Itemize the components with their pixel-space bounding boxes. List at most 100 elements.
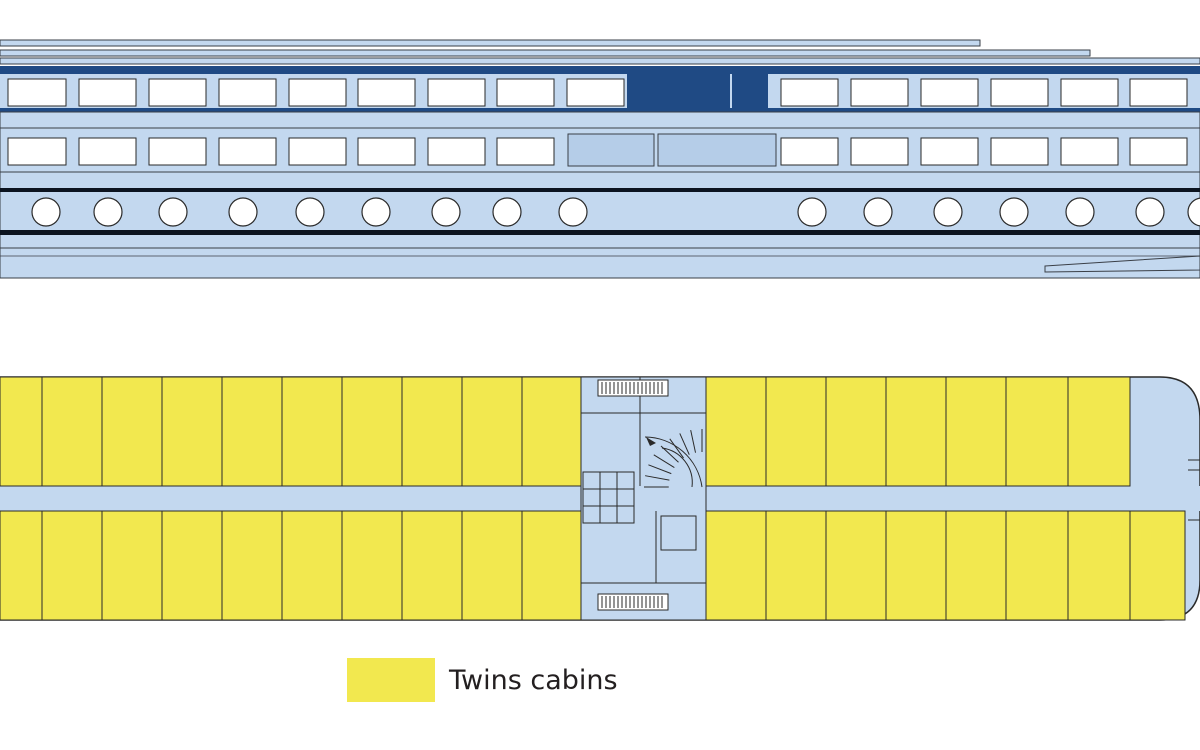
porthole xyxy=(158,197,188,227)
spiral-step xyxy=(653,454,675,468)
cabin xyxy=(1067,510,1131,621)
cabins xyxy=(0,376,1186,621)
cabin xyxy=(161,376,223,487)
spiral-step xyxy=(645,475,670,481)
cabin xyxy=(1005,510,1069,621)
middle-window xyxy=(850,137,909,166)
cabin xyxy=(341,376,403,487)
upper-window xyxy=(7,78,67,107)
upper-window xyxy=(357,78,416,107)
upper-window xyxy=(427,78,486,107)
stair-arrow xyxy=(646,437,656,446)
cabin xyxy=(101,376,163,487)
middle-window xyxy=(357,137,416,166)
middle-window xyxy=(990,137,1049,166)
middle-window xyxy=(1060,137,1119,166)
porthole xyxy=(797,197,827,227)
porthole xyxy=(492,197,522,227)
grid-cell xyxy=(616,505,635,524)
porthole xyxy=(31,197,61,227)
cabin xyxy=(825,376,887,487)
cabin xyxy=(461,510,523,621)
elevator-grid xyxy=(582,471,635,524)
spiral-stair-outer xyxy=(644,436,703,488)
hull-stripe-lower xyxy=(0,230,1200,235)
middle-window xyxy=(1129,137,1188,166)
side-elevation xyxy=(0,39,1200,279)
porthole xyxy=(1135,197,1165,227)
upper-window xyxy=(218,78,277,107)
portholes xyxy=(31,197,1200,227)
upper-window xyxy=(496,78,555,107)
porthole xyxy=(228,197,258,227)
legend-label-twins: Twins cabins xyxy=(449,664,618,696)
porthole xyxy=(558,197,588,227)
cabin xyxy=(1129,510,1186,621)
cabin xyxy=(161,510,223,621)
cabin xyxy=(885,376,947,487)
cabin xyxy=(401,510,463,621)
deck-plan xyxy=(0,376,1200,621)
cabin xyxy=(521,376,582,487)
stairs-bottom xyxy=(597,593,669,611)
upper-window xyxy=(1129,78,1188,107)
upper-window xyxy=(920,78,979,107)
legend: Twins cabins xyxy=(347,658,618,702)
upper-window xyxy=(148,78,207,107)
cabin xyxy=(101,510,163,621)
cabin xyxy=(521,510,582,621)
middle-window xyxy=(78,137,137,166)
middle-window xyxy=(218,137,277,166)
middle-window xyxy=(496,137,555,166)
middle-deck-panel xyxy=(567,133,655,167)
middle-window xyxy=(780,137,839,166)
cabin xyxy=(281,510,343,621)
upper-window xyxy=(288,78,347,107)
lobby xyxy=(580,376,707,621)
cabin xyxy=(705,510,767,621)
cabin xyxy=(461,376,523,487)
middle-window xyxy=(148,137,207,166)
spiral-step xyxy=(648,464,672,475)
stairs-top xyxy=(597,379,669,397)
cabin xyxy=(945,376,1007,487)
porthole xyxy=(93,197,123,227)
upper-window xyxy=(850,78,909,107)
cabin xyxy=(825,510,887,621)
cabin xyxy=(221,510,283,621)
legend-swatch-twins xyxy=(347,658,435,702)
middle-window xyxy=(920,137,979,166)
hull-stripe-upper xyxy=(0,188,1200,192)
spiral-stair-inner xyxy=(661,447,693,488)
spiral-steps xyxy=(644,429,703,488)
sun-deck-rail-base xyxy=(0,57,1200,65)
porthole xyxy=(361,197,391,227)
spiral-step xyxy=(669,438,684,459)
cabin xyxy=(945,510,1007,621)
cabin xyxy=(705,376,767,487)
upper-window xyxy=(990,78,1049,107)
lobby-pillar xyxy=(660,515,697,551)
sun-deck-rail-lower xyxy=(0,49,1091,57)
cabin xyxy=(41,510,103,621)
middle-window xyxy=(288,137,347,166)
upper-deck-dark-panel-2 xyxy=(732,74,768,108)
middle-windows xyxy=(7,137,1188,166)
cabin xyxy=(221,376,283,487)
porthole xyxy=(1187,197,1200,227)
upper-window xyxy=(78,78,137,107)
upper-window xyxy=(780,78,839,107)
cabin xyxy=(0,510,43,621)
waterline xyxy=(0,247,1200,279)
cabin xyxy=(401,376,463,487)
spiral-step xyxy=(679,433,690,455)
lobby-area xyxy=(580,376,707,621)
porthole xyxy=(933,197,963,227)
spiral-step xyxy=(660,445,679,463)
cabin xyxy=(1005,376,1069,487)
upper-window xyxy=(1060,78,1119,107)
spiral-staircase xyxy=(644,429,703,488)
cabin xyxy=(885,510,947,621)
porthole xyxy=(863,197,893,227)
